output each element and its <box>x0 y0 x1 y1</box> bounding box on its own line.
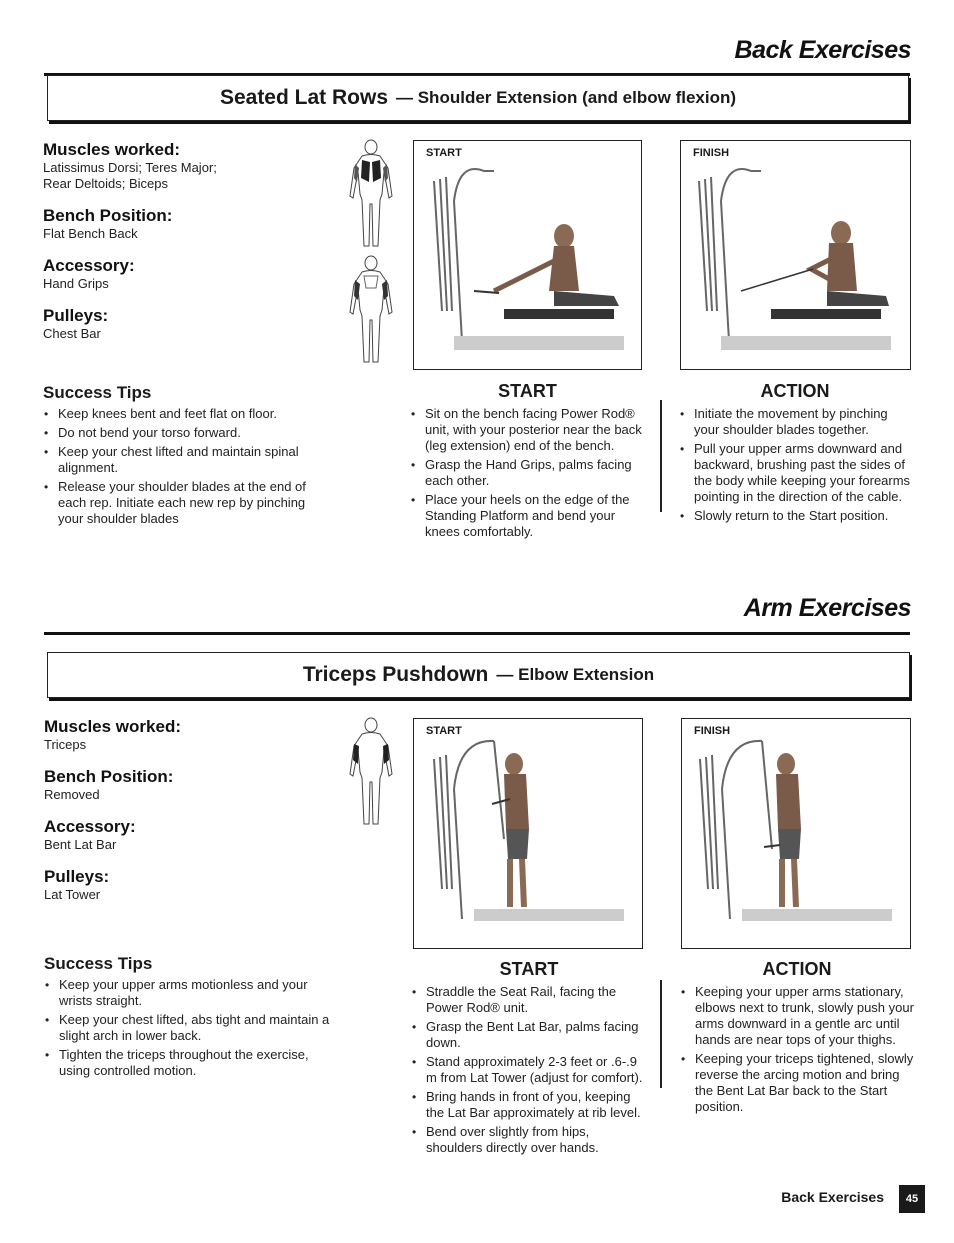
list-item: Place your heels on the edge of the Stan… <box>410 492 645 540</box>
back-finish-photo-tag: FINISH <box>693 147 730 159</box>
arm-exercise-subtitle: — Elbow Extension <box>496 665 655 684</box>
arm-success-tips: Success Tips Keep your upper arms motion… <box>44 954 334 1082</box>
back-start-photo: START <box>413 140 642 370</box>
list-item: Bend over slightly from hips, shoulders … <box>411 1124 647 1156</box>
arm-column-divider <box>660 980 662 1088</box>
back-section-rule <box>44 73 910 76</box>
list-item: Tighten the triceps throughout the exerc… <box>44 1047 334 1079</box>
back-start-column: START Sit on the bench facing Power Rod®… <box>410 381 645 543</box>
arm-pulleys-label: Pulleys: <box>44 867 110 886</box>
list-item: Grasp the Bent Lat Bar, palms facing dow… <box>411 1019 647 1051</box>
arm-finish-photo-tag: FINISH <box>694 725 731 737</box>
back-bench-label: Bench Position: <box>43 206 173 225</box>
arm-action-column: ACTION Keeping your upper arms stationar… <box>680 959 914 1118</box>
list-item: Keeping your upper arms stationary, elbo… <box>680 984 914 1048</box>
arm-bench-label: Bench Position: <box>44 767 174 786</box>
arm-accessory-value: Bent Lat Bar <box>44 837 117 852</box>
list-item: Keeping your triceps tightened, slowly r… <box>680 1051 914 1115</box>
list-item: Grasp the Hand Grips, palms facing each … <box>410 457 645 489</box>
arm-start-photo: START <box>413 718 643 949</box>
back-tips-list: Keep knees bent and feet flat on floor. … <box>43 406 318 527</box>
arm-section-rule <box>44 632 910 635</box>
list-item: Do not bend your torso forward. <box>43 425 318 441</box>
arm-muscles-label: Muscles worked: <box>44 717 181 736</box>
arm-start-machine-illustration <box>433 739 624 921</box>
back-finish-machine-illustration <box>698 168 891 350</box>
list-item: Release your shoulder blades at the end … <box>43 479 318 527</box>
back-exercise-name: Seated Lat Rows <box>219 86 388 109</box>
back-pulleys-value: Chest Bar <box>43 326 101 341</box>
back-finish-photo: FINISH <box>680 140 911 370</box>
back-action-list: Initiate the movement by pinching your s… <box>679 406 911 524</box>
back-muscle-figure-rear <box>349 139 393 247</box>
back-start-list: Sit on the bench facing Power Rod® unit,… <box>410 406 645 540</box>
list-item: Slowly return to the Start position. <box>679 508 911 524</box>
back-section-heading: Back Exercises <box>734 36 912 64</box>
back-column-divider <box>660 400 662 512</box>
back-start-machine-illustration <box>433 168 624 350</box>
arm-tips-list: Keep your upper arms motionless and your… <box>44 977 334 1079</box>
arm-action-list: Keeping your upper arms stationary, elbo… <box>680 984 914 1115</box>
back-muscles-label: Muscles worked: <box>43 140 180 159</box>
arm-start-photo-tag: START <box>426 725 462 737</box>
arm-finish-photo: FINISH <box>681 718 911 949</box>
back-bench-value: Flat Bench Back <box>43 226 138 241</box>
footer-section-label: Back Exercises <box>781 1189 884 1205</box>
list-item: Straddle the Seat Rail, facing the Power… <box>411 984 647 1016</box>
back-pulleys-label: Pulleys: <box>43 306 109 325</box>
back-muscles-line-2: Rear Deltoids; Biceps <box>43 176 168 191</box>
list-item: Initiate the movement by pinching your s… <box>679 406 911 438</box>
back-action-column: ACTION Initiate the movement by pinching… <box>679 381 911 527</box>
back-success-tips: Success Tips Keep knees bent and feet fl… <box>43 383 318 530</box>
arm-exercise-title-box: Triceps Pushdown — Elbow Extension <box>47 652 910 698</box>
back-exercise-subtitle: — Shoulder Extension (and elbow flexion) <box>396 88 737 107</box>
arm-pulleys-value: Lat Tower <box>44 887 101 902</box>
arm-bench-value: Removed <box>44 787 100 802</box>
back-muscle-figure-front <box>349 255 393 363</box>
list-item: Keep knees bent and feet flat on floor. <box>43 406 318 422</box>
arm-tips-heading: Success Tips <box>44 954 153 973</box>
arm-muscle-figure-rear <box>349 717 393 825</box>
arm-start-heading: START <box>499 959 559 979</box>
list-item: Keep your chest lifted, abs tight and ma… <box>44 1012 334 1044</box>
back-start-heading: START <box>498 381 557 401</box>
back-action-heading: ACTION <box>760 381 830 401</box>
back-info-column: Muscles worked: Latissimus Dorsi; Teres … <box>43 140 343 342</box>
arm-info-column: Muscles worked: Triceps Bench Position: … <box>44 717 344 903</box>
arm-start-list: Straddle the Seat Rail, facing the Power… <box>411 984 647 1156</box>
list-item: Keep your chest lifted and maintain spin… <box>43 444 318 476</box>
back-muscles-line-1: Latissimus Dorsi; Teres Major; <box>43 160 217 175</box>
back-exercise-title-box: Seated Lat Rows — Shoulder Extension (an… <box>47 75 909 121</box>
arm-section-heading: Arm Exercises <box>743 594 912 622</box>
arm-accessory-label: Accessory: <box>44 817 136 836</box>
back-accessory-label: Accessory: <box>43 256 135 275</box>
list-item: Pull your upper arms downward and backwa… <box>679 441 911 505</box>
list-item: Sit on the bench facing Power Rod® unit,… <box>410 406 645 454</box>
back-tips-heading: Success Tips <box>43 383 152 402</box>
list-item: Stand approximately 2-3 feet or .6-.9 m … <box>411 1054 647 1086</box>
arm-finish-machine-illustration <box>699 739 892 921</box>
arm-start-column: START Straddle the Seat Rail, facing the… <box>411 959 647 1159</box>
back-start-photo-tag: START <box>426 147 462 159</box>
arm-action-heading: ACTION <box>762 959 832 979</box>
list-item: Keep your upper arms motionless and your… <box>44 977 334 1009</box>
arm-exercise-name: Triceps Pushdown <box>302 663 489 686</box>
arm-muscles-line-1: Triceps <box>44 737 87 752</box>
page-number: 45 <box>899 1185 925 1213</box>
back-accessory-value: Hand Grips <box>43 276 109 291</box>
list-item: Bring hands in front of you, keeping the… <box>411 1089 647 1121</box>
